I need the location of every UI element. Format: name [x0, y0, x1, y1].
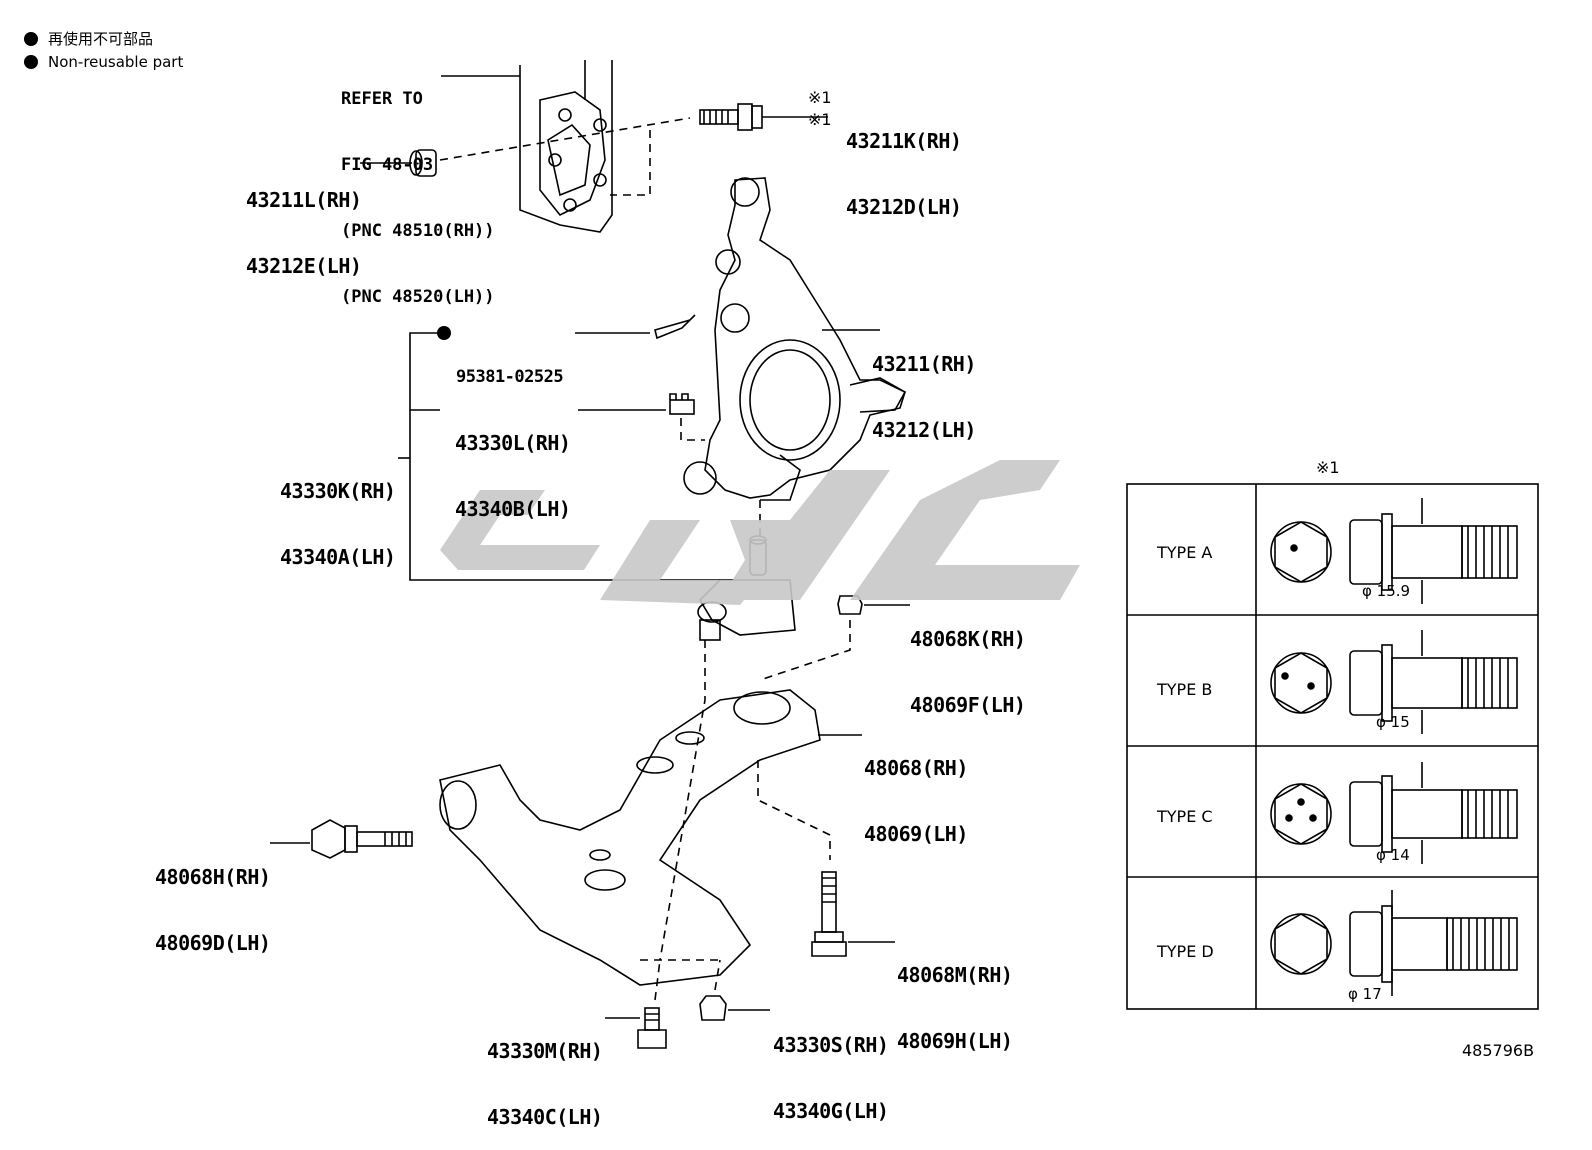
part-number: 95381-02525	[456, 367, 564, 387]
legend-jp-text: 再使用不可部品	[48, 30, 154, 48]
type-d-label: TYPE D	[1157, 942, 1214, 961]
type-a-diameter: φ 15.9	[1362, 582, 1411, 600]
part-label-arm-bolt-front: 48068H(RH) 48069D(LH)	[155, 822, 271, 976]
cotter-pin-drawing	[654, 314, 696, 340]
arm-nut-drawing	[837, 595, 863, 615]
part-label-bj-nut: 43330S(RH) 43340G(LH)	[773, 990, 889, 1144]
bullet-icon	[24, 32, 38, 46]
part-number-lh: 43340C(LH)	[487, 1105, 603, 1129]
refer-line-3: (PNC 48510(RH))	[341, 221, 495, 241]
part-number-rh: 48068K(RH)	[910, 627, 1026, 651]
type-c-diameter: φ 14	[1376, 846, 1410, 864]
part-label-cotter-pin: 95381-02525	[456, 322, 564, 410]
part-number-lh: 43340B(LH)	[455, 497, 571, 521]
bullet-icon	[24, 55, 38, 69]
part-number-lh: 43340G(LH)	[773, 1099, 889, 1123]
bj-bolt-drawing	[637, 1007, 667, 1049]
part-number-lh: 43212(LH)	[872, 418, 976, 442]
part-label-nut-top: 43211L(RH) 43212E(LH)	[246, 145, 362, 299]
part-number-rh: 43330L(RH)	[455, 431, 571, 455]
part-label-lower-arm: 48068(RH) 48069(LH)	[864, 713, 968, 867]
part-number-lh: 48069(LH)	[864, 822, 968, 846]
part-number-lh: 48069D(LH)	[155, 931, 271, 955]
part-number-rh: 43211L(RH)	[246, 188, 362, 212]
part-number-lh: 43212D(LH)	[846, 195, 962, 219]
part-number-rh: 48068H(RH)	[155, 865, 271, 889]
arm-bolt-front-drawing	[311, 819, 413, 859]
part-label-castle-nut: 43330L(RH) 43340B(LH)	[455, 388, 571, 542]
part-label-arm-bolt-rear: 48068M(RH) 48069H(LH)	[897, 920, 1013, 1074]
type-b-label: TYPE B	[1157, 680, 1213, 699]
castle-nut-drawing	[669, 393, 695, 415]
bolt-top-mark-lh: ※1	[808, 110, 832, 129]
part-label-ball-joint: 43330K(RH) 43340A(LH)	[280, 436, 396, 590]
part-number-rh: 43330S(RH)	[773, 1033, 889, 1057]
part-label-arm-nut: 48068K(RH) 48069F(LH)	[910, 584, 1026, 738]
part-number-lh: 43212E(LH)	[246, 254, 362, 278]
legend-jp: 再使用不可部品	[24, 28, 153, 49]
type-c-label: TYPE C	[1157, 807, 1213, 826]
refer-note: REFER TO FIG 48-03 (PNC 48510(RH)) (PNC …	[341, 44, 495, 330]
type-d-diameter: φ 17	[1348, 985, 1382, 1003]
type-a-label: TYPE A	[1157, 543, 1213, 562]
part-number-lh: 43340A(LH)	[280, 545, 396, 569]
non-reusable-dot	[437, 326, 451, 340]
strut-bracket-drawing	[519, 60, 613, 233]
top-bolt-drawing	[699, 103, 763, 131]
type-c-drawing	[1270, 762, 1518, 864]
type-table	[1126, 483, 1539, 1010]
part-number-rh: 48068M(RH)	[897, 963, 1013, 987]
part-number-rh: 48068(RH)	[864, 756, 968, 780]
part-number-lh: 48069F(LH)	[910, 693, 1026, 717]
part-label-bolt-top: 43211K(RH) 43212D(LH)	[846, 86, 962, 240]
part-label-knuckle: 43211(RH) 43212(LH)	[872, 309, 976, 463]
legend-en: Non-reusable part	[24, 53, 183, 71]
part-number-rh: 43330K(RH)	[280, 479, 396, 503]
lower-arm-drawing	[439, 689, 821, 986]
bj-nut-drawing	[699, 995, 727, 1021]
bolt-top-mark-rh: ※1	[808, 88, 832, 107]
type-table-header: ※1	[1316, 458, 1340, 477]
type-drawings	[1270, 498, 1518, 996]
refer-line-4: (PNC 48520(LH))	[341, 287, 495, 307]
figure-code: 485796B	[1462, 1041, 1535, 1060]
part-number-rh: 43211(RH)	[872, 352, 976, 376]
watermark-logo	[440, 460, 1080, 605]
type-b-drawing	[1270, 630, 1518, 734]
refer-line-2: FIG 48-03	[341, 155, 434, 175]
part-number-rh: 43211K(RH)	[846, 129, 962, 153]
parts-diagram	[270, 60, 1539, 1049]
type-a-drawing	[1270, 498, 1518, 604]
type-d-drawing	[1270, 890, 1518, 996]
type-b-diameter: φ 15	[1376, 713, 1410, 731]
arm-bolt-rear-drawing	[811, 871, 847, 957]
part-number-lh: 48069H(LH)	[897, 1029, 1013, 1053]
refer-line-1: REFER TO	[341, 89, 423, 109]
legend-en-text: Non-reusable part	[48, 53, 184, 71]
part-label-bj-bolt: 43330M(RH) 43340C(LH)	[487, 996, 603, 1150]
part-number-rh: 43330M(RH)	[487, 1039, 603, 1063]
